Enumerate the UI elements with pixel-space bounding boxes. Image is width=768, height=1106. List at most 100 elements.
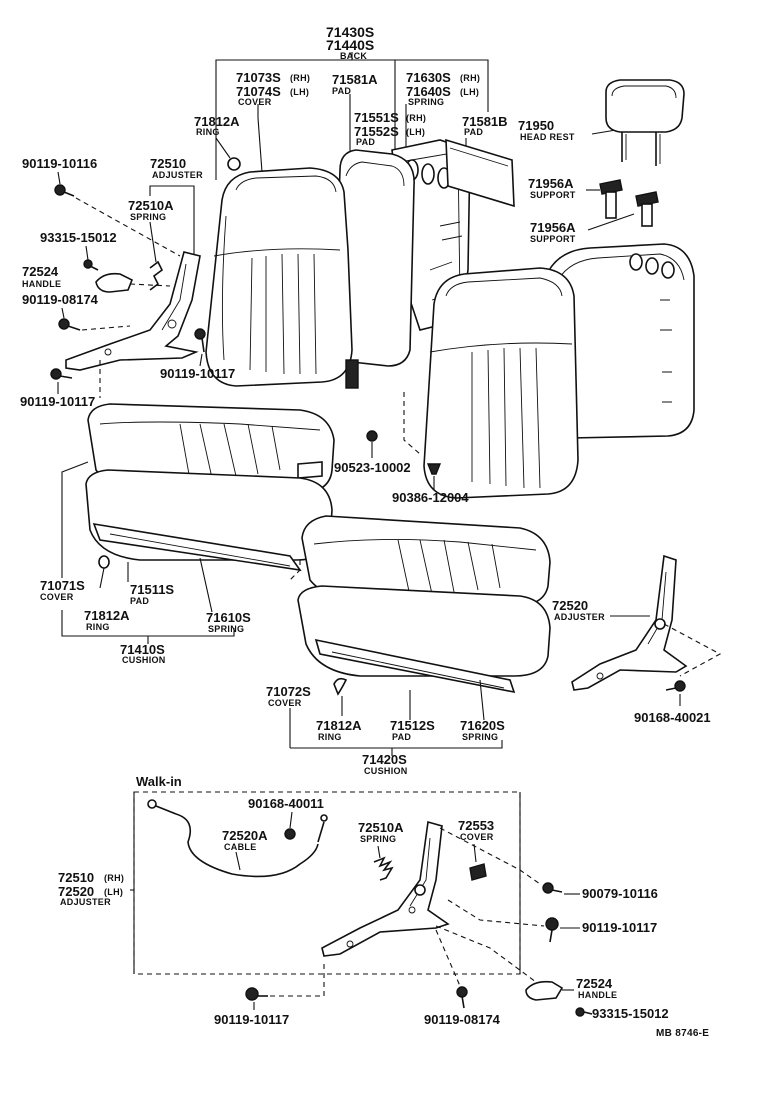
handle-w-part-number: 72524 [576, 976, 613, 991]
cushion-right-name: CUSHION [364, 766, 408, 776]
head-rest-support-2 [635, 191, 659, 227]
walkin-title: Walk-in [136, 774, 182, 789]
adjuster-w-side-1: (RH) [104, 873, 124, 883]
pad3-part-number: 71581B [462, 114, 508, 129]
cover-side-2: (LH) [290, 87, 309, 97]
spring-left-part-number: 71610S [206, 610, 251, 625]
handle-name: HANDLE [22, 279, 61, 289]
head-rest [605, 79, 685, 166]
spring-w-name: SPRING [360, 834, 396, 844]
spring-a-name: SPRING [130, 212, 166, 222]
cover-left-part-number: 71071S [40, 578, 85, 593]
cable [147, 799, 328, 878]
adjuster-name: ADJUSTER [152, 170, 203, 180]
cushion-left-name: CUSHION [122, 655, 166, 665]
pad2-part-number-1: 71551S [354, 110, 399, 125]
back-part-number-2: 71440S [326, 37, 374, 53]
bolt-c-label: 90119-10117 [20, 394, 95, 409]
cover-left-name: COVER [40, 592, 74, 602]
cushion-right-part-number: 71420S [362, 752, 407, 767]
adjuster-part-number: 72510 [150, 156, 186, 171]
pad-part-number: 71581A [332, 72, 378, 87]
pad-left-part-number: 71511S [130, 582, 174, 597]
back-part-number-1: 71430S [326, 24, 374, 40]
support1-name: SUPPORT [530, 190, 576, 200]
pad2-part-number-2: 71552S [354, 124, 399, 139]
spring-right-name: SPRING [462, 732, 498, 742]
bolt-d-label: 90119-10117 [160, 366, 235, 381]
bolt-a [54, 184, 75, 197]
spring-w-part-number: 72510A [358, 820, 404, 835]
pad2-side-2: (LH) [406, 127, 425, 137]
pad2-name: PAD [356, 137, 375, 147]
support1-part-number: 71956A [528, 176, 574, 191]
pad3-name: PAD [464, 127, 483, 137]
spring-w [373, 856, 394, 881]
cover-right-name: COVER [268, 698, 302, 708]
bolt-c [50, 368, 73, 380]
ring-right [333, 677, 348, 696]
pad2-side-1: (RH) [406, 113, 426, 123]
adjuster-bracket-left [65, 251, 201, 371]
back-assembly-right [547, 243, 695, 439]
spring-a [149, 260, 164, 291]
ring-right-name: RING [318, 732, 342, 742]
screw-c-label: 90168-40011 [248, 796, 324, 811]
nut-a-label: 90523-10002 [334, 460, 411, 475]
head-rest-support-1 [599, 179, 623, 219]
screw-a-label: 93315-15012 [40, 230, 117, 245]
cover-w [469, 863, 487, 881]
adjuster-w-part-number-1: 72510 [58, 870, 94, 885]
cover-w-name: COVER [460, 832, 494, 842]
bolt-w1-label: 90079-10116 [582, 886, 658, 901]
pad-right-name: PAD [392, 732, 411, 742]
handle-part-number: 72524 [22, 264, 59, 279]
adjuster-w-part-number-2: 72520 [58, 884, 94, 899]
bolt-w1 [542, 882, 563, 894]
screw-b-label: 90168-40021 [634, 710, 711, 725]
adjuster-bracket-right [571, 554, 688, 691]
cover-right-part-number: 71072S [266, 684, 311, 699]
cover-side-1: (RH) [290, 73, 310, 83]
back-pad-strip [445, 138, 515, 208]
bolt-b [58, 318, 81, 331]
nut-a [366, 430, 378, 442]
handle-w-name: HANDLE [578, 990, 617, 1000]
bolt-b-label: 90119-08174 [22, 292, 99, 307]
spring-left-name: SPRING [208, 624, 244, 634]
back-name: BACK [340, 51, 367, 61]
adjuster-bracket-walkin [321, 820, 450, 957]
screw-b [665, 680, 686, 692]
ring-right-part-number: 71812A [316, 718, 362, 733]
bolt-w4 [456, 986, 468, 1009]
spring-part-number-2: 71640S [406, 84, 451, 99]
ring-left-part-number: 71812A [84, 608, 130, 623]
screw-w [575, 1007, 593, 1017]
clip-a-label: 90386-12004 [392, 490, 469, 505]
cushion-right-cover [301, 515, 551, 607]
headrest-part-number: 71950 [518, 118, 554, 133]
clip-a [426, 463, 442, 475]
spring-name: SPRING [408, 97, 444, 107]
spring-part-number-1: 71630S [406, 70, 451, 85]
bolt-w3-label: 90119-10117 [214, 1012, 289, 1027]
bolt-a-label: 90119-10116 [22, 156, 97, 171]
walkin-frame [133, 791, 521, 975]
adjuster-w-name: ADJUSTER [60, 897, 111, 907]
back-cover-right [423, 267, 579, 499]
bolt-w3 [245, 987, 268, 1001]
spring-side-1: (RH) [460, 73, 480, 83]
spring-right-part-number: 71620S [460, 718, 505, 733]
ring-top [227, 157, 241, 171]
headrest-name: HEAD REST [520, 132, 575, 142]
handle-a [95, 272, 134, 293]
ring-left [98, 555, 110, 569]
cover-part-number-2: 71074S [236, 84, 281, 99]
bolt-w2-label: 90119-10117 [582, 920, 657, 935]
bolt-w4-label: 90119-08174 [424, 1012, 501, 1027]
pad-right-part-number: 71512S [390, 718, 435, 733]
adjuster-w-side-2: (LH) [104, 887, 123, 897]
cable-part-number: 72520A [222, 828, 268, 843]
pad-name: PAD [332, 86, 351, 96]
